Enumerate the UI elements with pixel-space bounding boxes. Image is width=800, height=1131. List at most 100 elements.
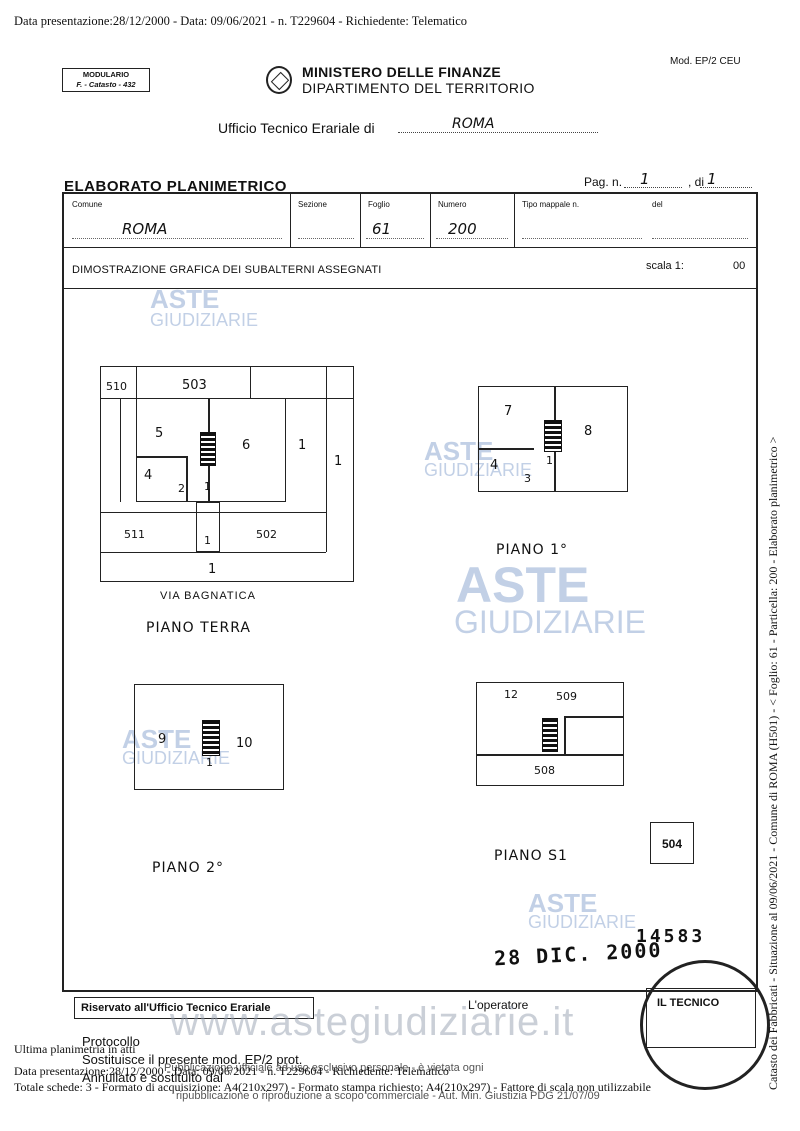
- sub-label: 7: [504, 404, 513, 419]
- staircase-icon: [544, 420, 562, 452]
- foglio-label: Foglio: [368, 200, 390, 209]
- architect-seal-icon: [640, 960, 770, 1090]
- sub-label: 8: [584, 424, 593, 439]
- sub-label: 9: [158, 732, 167, 747]
- courtyard-line: [120, 398, 121, 502]
- republic-emblem-icon: [266, 66, 292, 94]
- building-outline: [476, 682, 624, 786]
- field-separator: [430, 194, 431, 248]
- numero-label: Numero: [438, 200, 467, 209]
- plan-outline: [100, 366, 354, 582]
- dimostrazione-title: DIMOSTRAZIONE GRAFICA DEI SUBALTERNI ASS…: [72, 264, 382, 276]
- courtyard-line: [100, 512, 326, 513]
- pag-dotted-line: [624, 187, 682, 188]
- sub-label: 10: [236, 736, 253, 751]
- watermark-giudiziarie: GIUDIZIARIE: [150, 310, 259, 330]
- field-separator: [514, 194, 515, 248]
- watermark-aste: ASTE: [424, 436, 494, 466]
- watermark-aste: ASTE: [456, 557, 590, 613]
- stamp-number: 14583: [636, 926, 706, 947]
- pag-total-value: 1: [707, 170, 717, 188]
- staircase-icon: [200, 432, 216, 466]
- vertical-side-text: Catasto dei Fabbricati - Situazione al 0…: [766, 436, 780, 1090]
- tipo-mappale-label: Tipo mappale n.: [522, 200, 580, 209]
- courtyard-line: [250, 366, 251, 398]
- sub-label: 1: [298, 438, 307, 453]
- sub-label: 1: [204, 534, 211, 547]
- operatore-label: L'operatore: [468, 998, 529, 1012]
- ministero-title: MINISTERO DELLE FINANZE: [302, 64, 502, 80]
- document-title: ELABORATO PLANIMETRICO: [64, 178, 287, 195]
- mod-code: Mod. EP/2 CEU: [670, 56, 741, 67]
- pag-di-label: , di: [688, 175, 705, 189]
- sub-label: 1: [334, 454, 343, 469]
- sub-504-box: 504: [650, 822, 694, 864]
- pag-total-dotted-line: [700, 187, 752, 188]
- modulario-line2: F. - Catasto - 432: [76, 80, 136, 89]
- document-frame: [62, 192, 758, 992]
- sezione-dotted-line: [298, 238, 354, 239]
- plan-caption: PIANO S1: [494, 848, 568, 864]
- watermark-aste: ASTE: [528, 888, 598, 918]
- sub-label: 1: [204, 480, 211, 493]
- pag-value: 1: [640, 170, 650, 188]
- sub-label: 1: [546, 454, 553, 467]
- del-dotted-line: [652, 238, 748, 239]
- sub-label: 6: [242, 438, 251, 453]
- annullato-label: Annullato e sostituito dal: [82, 1070, 223, 1085]
- field-separator: [290, 194, 291, 248]
- building-outline: [134, 684, 284, 790]
- riservato-box: Riservato all'Ufficio Tecnico Erariale: [74, 997, 314, 1019]
- footer-totale-line: Totale schede: 3 - Formato di acquisizio…: [14, 1080, 652, 1094]
- watermark-giudiziarie: GIUDIZIARIE: [454, 604, 647, 640]
- pag-label: Pag. n.: [584, 175, 623, 189]
- plan-caption: PIANO 2°: [152, 860, 224, 876]
- dipartimento-title: DIPARTIMENTO DEL TERRITORIO: [302, 80, 535, 96]
- ufficio-value: ROMA: [452, 116, 495, 132]
- numero-value: 200: [448, 220, 477, 238]
- disclaimer-line2: ripubblicazione o riproduzione a scopo c…: [176, 1090, 600, 1102]
- wall-line: [564, 716, 624, 718]
- entrance-passage: [196, 502, 220, 552]
- dimostrazione-separator: [62, 288, 758, 289]
- wall-line: [478, 448, 534, 450]
- courtyard-line: [100, 552, 326, 553]
- sub-label: 4: [144, 468, 153, 483]
- footer-section: [62, 990, 758, 1090]
- modulario-line1: MODULARIO: [82, 70, 130, 79]
- courtyard-line: [136, 366, 137, 398]
- sub-label: 1: [208, 562, 217, 577]
- sub-label: 502: [256, 528, 277, 541]
- field-separator: [360, 194, 361, 248]
- scala-label: scala 1:: [646, 260, 684, 272]
- sostituisce-label: Sostituisce il presente mod. EP/2 prot.: [82, 1052, 303, 1067]
- sub-label: 503: [182, 378, 207, 393]
- comune-dotted-line: [72, 238, 282, 239]
- watermark-site: www.astegiudiziarie.it: [170, 1000, 575, 1044]
- comune-label: Comune: [72, 200, 103, 209]
- street-label: VIA BAGNATICA: [160, 590, 256, 602]
- sub-label: 3: [524, 472, 531, 485]
- del-label: del: [652, 200, 663, 209]
- sub-label: 508: [534, 764, 555, 777]
- foglio-value: 61: [372, 220, 392, 238]
- courtyard-line: [326, 366, 327, 552]
- sub-label: 5: [155, 426, 164, 441]
- watermark-giudiziarie: GIUDIZIARIE: [528, 912, 637, 932]
- watermark-aste: ASTE: [150, 284, 220, 314]
- building-outline: [478, 386, 628, 492]
- disclaimer-line1: Pubblicazione ufficiale ad uso esclusivo…: [164, 1062, 484, 1074]
- sub-label: 510: [106, 380, 127, 393]
- sub-label: 2: [178, 482, 185, 495]
- ufficio-label: Ufficio Tecnico Erariale di: [218, 120, 375, 136]
- staircase-icon: [542, 718, 558, 752]
- ultima-planimetria: Ultima planimetria in atti: [14, 1042, 136, 1056]
- plan-caption: PIANO TERRA: [146, 620, 251, 636]
- wall-line: [476, 754, 624, 756]
- tipo-mappale-dotted-line: [522, 238, 642, 239]
- fields-header: [62, 192, 758, 248]
- footer-data-line: Data presentazione:28/12/2000 - Data: 09…: [14, 1064, 449, 1078]
- wall-line: [136, 456, 186, 458]
- sub-label: 4: [490, 458, 499, 473]
- sub-label: 1: [206, 756, 213, 769]
